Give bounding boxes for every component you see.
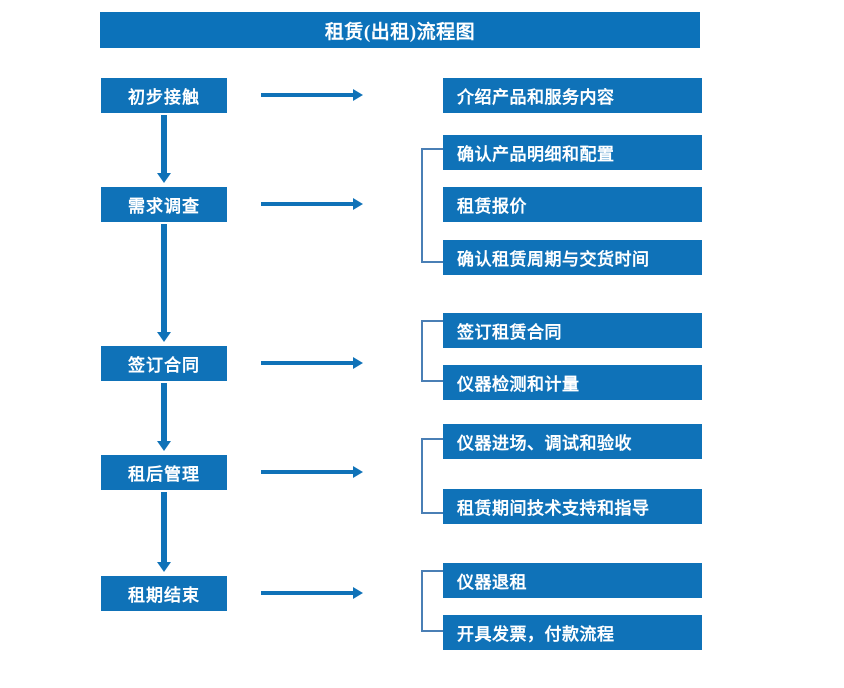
detail-box-5-2: 开具发票，付款流程 (443, 615, 702, 650)
stage-box-4: 租后管理 (101, 455, 227, 490)
stage-box-3: 签订合同 (101, 346, 227, 381)
detail-box-1-1: 介绍产品和服务内容 (443, 78, 702, 113)
stage-box-2: 需求调查 (101, 187, 227, 222)
right-arrow-3 (261, 356, 363, 370)
right-arrow-2 (261, 197, 363, 211)
group-bracket-2 (421, 148, 443, 263)
detail-box-4-2: 租赁期间技术支持和指导 (443, 489, 702, 524)
detail-box-2-3: 确认租赁周期与交货时间 (443, 240, 702, 275)
down-arrow-2 (155, 224, 173, 342)
group-bracket-5 (421, 570, 443, 632)
down-arrow-4 (155, 492, 173, 572)
detail-box-2-2: 租赁报价 (443, 187, 702, 222)
detail-box-4-1: 仪器进场、调试和验收 (443, 424, 702, 459)
stage-box-5: 租期结束 (101, 576, 227, 611)
stage-box-1: 初步接触 (101, 78, 227, 113)
detail-box-3-2: 仪器检测和计量 (443, 365, 702, 400)
group-bracket-3 (421, 320, 443, 382)
down-arrow-3 (155, 383, 173, 451)
group-bracket-4 (421, 438, 443, 514)
right-arrow-1 (261, 88, 363, 102)
detail-box-5-1: 仪器退租 (443, 563, 702, 598)
detail-box-2-1: 确认产品明细和配置 (443, 135, 702, 170)
page-title: 租赁(出租)流程图 (100, 12, 700, 48)
detail-box-3-1: 签订租赁合同 (443, 313, 702, 348)
right-arrow-4 (261, 465, 363, 479)
right-arrow-5 (261, 586, 363, 600)
down-arrow-1 (155, 115, 173, 183)
